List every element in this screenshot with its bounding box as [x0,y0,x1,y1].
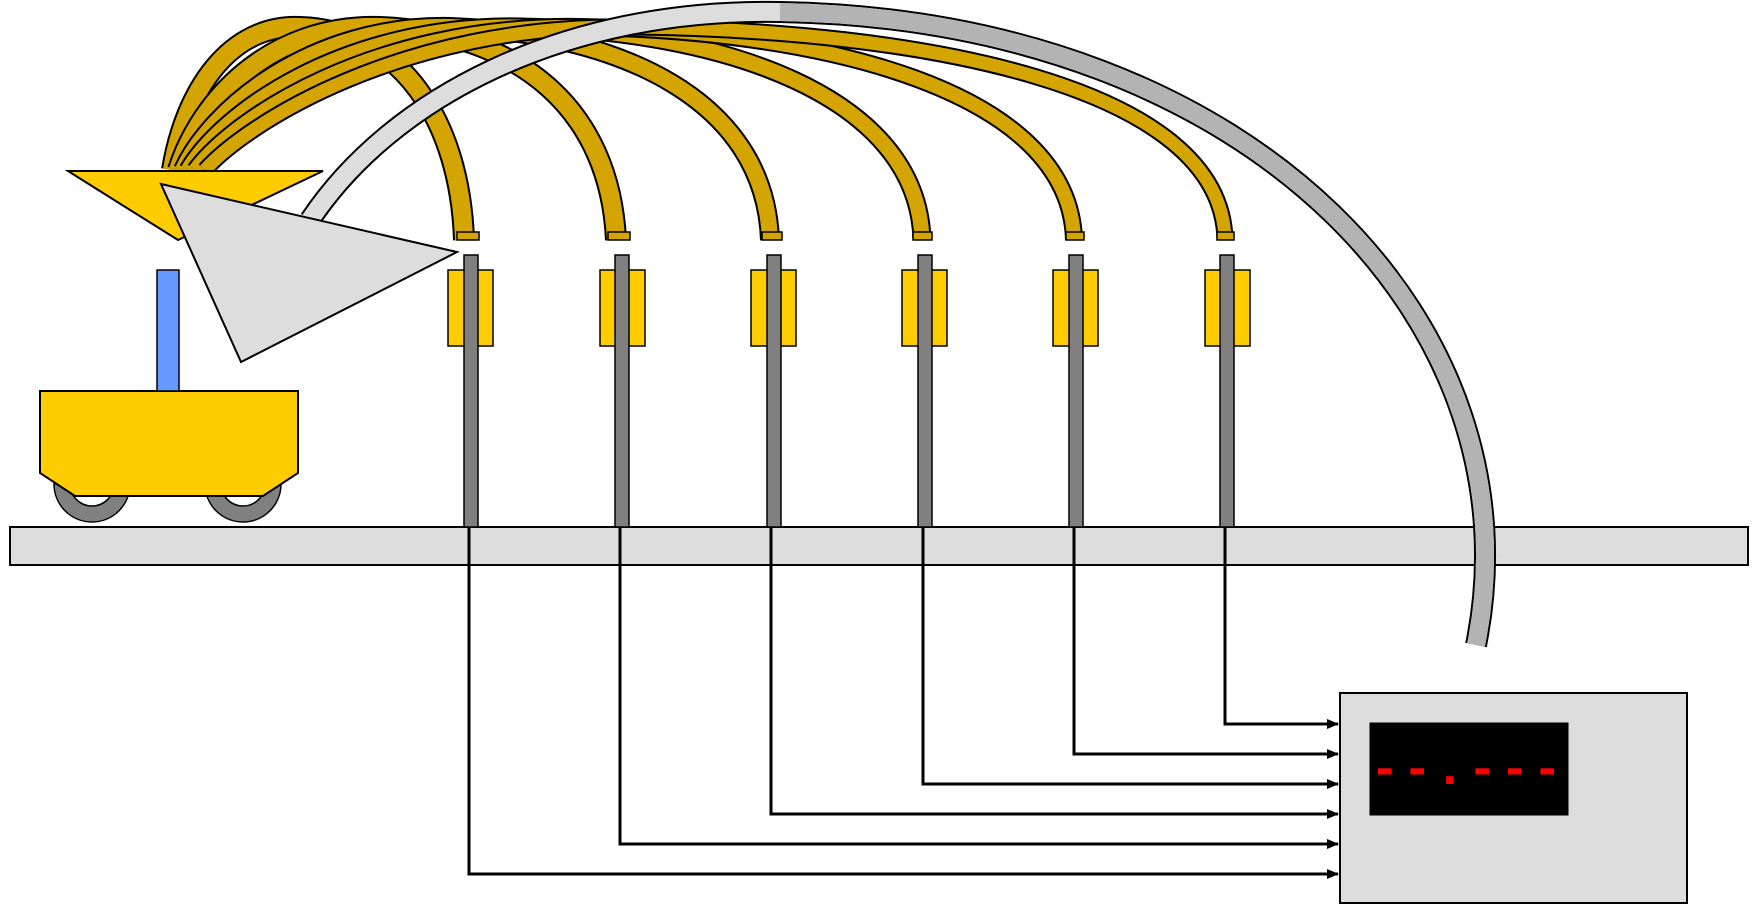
sensor-stations [447,254,1251,528]
base-rail [9,526,1749,566]
deflector-cone-icon [159,182,460,364]
sensor-icon [750,254,797,528]
wire-5 [1072,527,1339,759]
wire-6 [1223,527,1339,729]
meter-readout: --.--- [1372,744,1567,795]
sensor-icon [447,254,494,528]
wire-1 [467,527,1339,879]
wire-4 [921,527,1339,789]
wire-2 [618,527,1339,849]
meter-display [1369,722,1569,816]
sensor-icon [599,254,646,528]
signal-wires [467,527,1339,879]
cart-body [39,390,299,497]
wire-3 [769,527,1339,819]
sensor-icon [901,254,948,528]
sensor-icon [1052,254,1099,528]
stream-arc-caps [456,231,1235,241]
cart-pole [156,269,180,392]
cart-wheel-right [204,483,282,523]
stream-arcs [161,15,1234,241]
sensor-icon [1204,254,1251,528]
meter-icon: --.--- [1339,692,1688,904]
